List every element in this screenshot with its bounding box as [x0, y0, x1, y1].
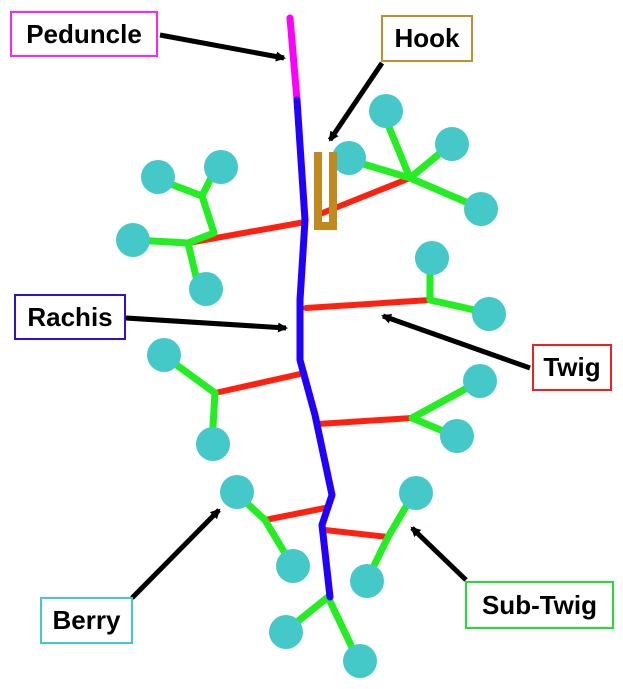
berry	[343, 644, 377, 678]
arrow-sub-twig	[410, 526, 468, 582]
berries	[116, 94, 506, 678]
berry	[276, 549, 310, 583]
berry	[463, 364, 497, 398]
berry	[204, 150, 238, 184]
berry	[440, 419, 474, 453]
twig-bottom-right	[322, 527, 391, 540]
rachis-stem	[293, 96, 336, 601]
label-sub-twig: Sub-Twig	[465, 581, 614, 629]
arrow-hook	[327, 61, 385, 142]
arrow-berry	[130, 508, 221, 600]
sub-twigs	[130, 111, 492, 664]
berry	[116, 223, 150, 257]
twig-mid-left	[212, 371, 303, 396]
berry	[369, 94, 403, 128]
label-twig: Twig	[532, 344, 612, 391]
berry	[196, 427, 230, 461]
berry	[472, 297, 506, 331]
berry	[350, 564, 384, 598]
peduncle-stem	[286, 14, 301, 104]
arrow-twig	[381, 313, 531, 371]
berry	[332, 141, 366, 175]
berry	[189, 272, 223, 306]
berry	[269, 615, 303, 649]
twig-bottom-left	[262, 505, 328, 523]
label-hook: Hook	[381, 15, 473, 62]
twig-lower-right	[315, 415, 415, 427]
berry	[141, 160, 175, 194]
berry	[147, 338, 181, 372]
hook-shape	[314, 152, 337, 230]
twig-mid-right	[303, 297, 433, 311]
arrow-peduncle	[159, 32, 286, 62]
berry	[399, 476, 433, 510]
berry	[220, 475, 254, 509]
twig-upper-left	[185, 219, 308, 246]
arrow-rachis	[125, 315, 288, 333]
arrows	[125, 32, 531, 600]
berry	[415, 241, 449, 275]
label-berry: Berry	[40, 597, 133, 644]
label-peduncle: Peduncle	[10, 11, 158, 57]
berry	[464, 192, 498, 226]
label-rachis: Rachis	[14, 294, 126, 340]
sub-twig-upper-right	[346, 111, 484, 212]
berry	[435, 127, 469, 161]
